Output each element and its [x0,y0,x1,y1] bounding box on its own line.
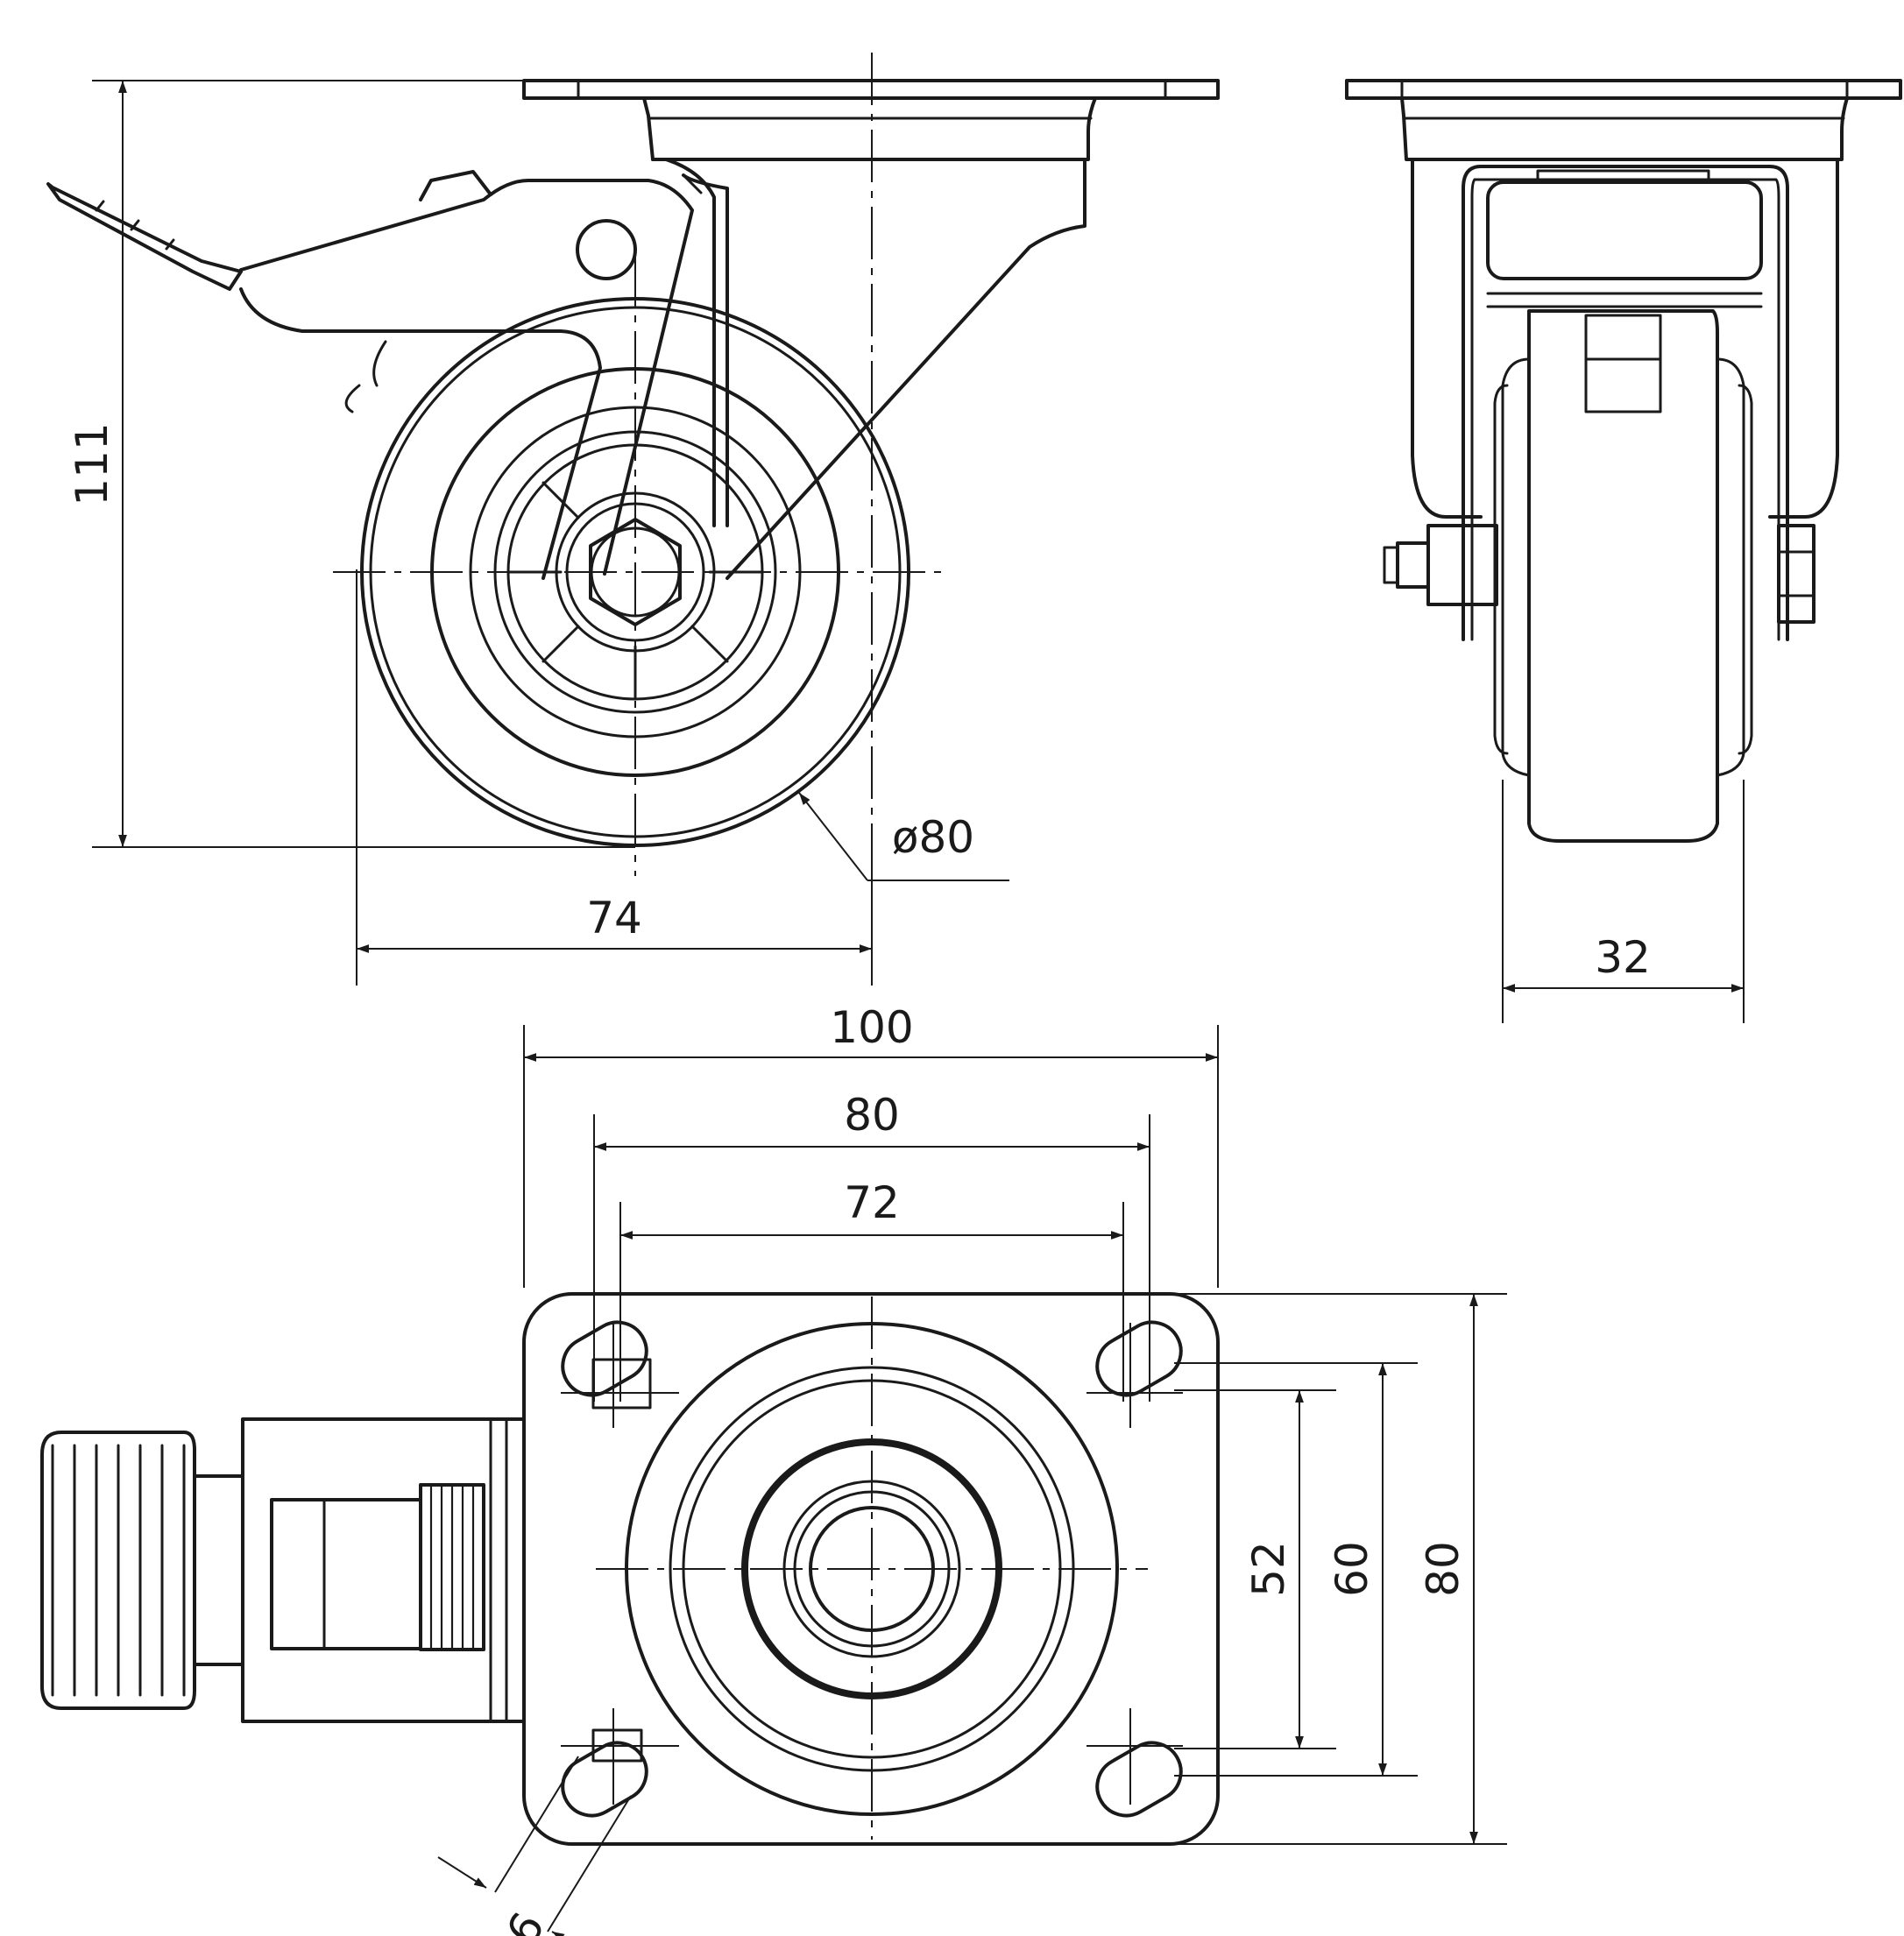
side-view: 111 ø80 74 [46,53,1220,986]
brake-pedal [40,1417,526,1723]
dim-height: 111 [67,80,635,848]
dim-hole-spacing-outer-x: 80 [593,1090,1150,1402]
dim-offset-label: 74 [586,893,642,943]
dim-height-label: 111 [67,422,117,505]
dim-wheel-diameter-label: ø80 [892,812,974,863]
dim-plate-length-label: 100 [830,1002,913,1053]
front-view-outline [1345,79,1902,843]
dim-hole-spacing-inner-x: 72 [619,1177,1124,1402]
dim-hole-spacing-outer-y-label: 60 [1327,1541,1377,1597]
dim-offset: 74 [356,569,873,986]
dim-hole-spacing-inner-x-label: 72 [844,1177,900,1228]
side-view-centerlines [333,53,942,876]
dim-hole-spacing-inner-y: 52 [1174,1389,1336,1749]
dim-wheel-width: 32 [1502,780,1745,1023]
dim-plate-width-label: 80 [1418,1541,1469,1597]
dim-wheel-width-label: 32 [1595,932,1651,983]
dim-hole-diameter-label: 9 [495,1903,553,1936]
front-view: 32 [1345,79,1902,1023]
dim-wheel-diameter: ø80 [798,792,1009,881]
side-view-outline [46,79,1220,847]
top-view: 100 80 72 52 60 [40,1002,1507,1936]
dim-hole-spacing-outer-y: 60 [1174,1362,1418,1777]
dim-hole-spacing-inner-y-label: 52 [1243,1541,1294,1597]
dim-hole-spacing-outer-x-label: 80 [844,1090,900,1141]
dim-hole-diameter: 9 [437,1756,632,1936]
dim-plate-width: 80 [1174,1293,1507,1845]
dim-plate-length: 100 [523,1002,1219,1288]
